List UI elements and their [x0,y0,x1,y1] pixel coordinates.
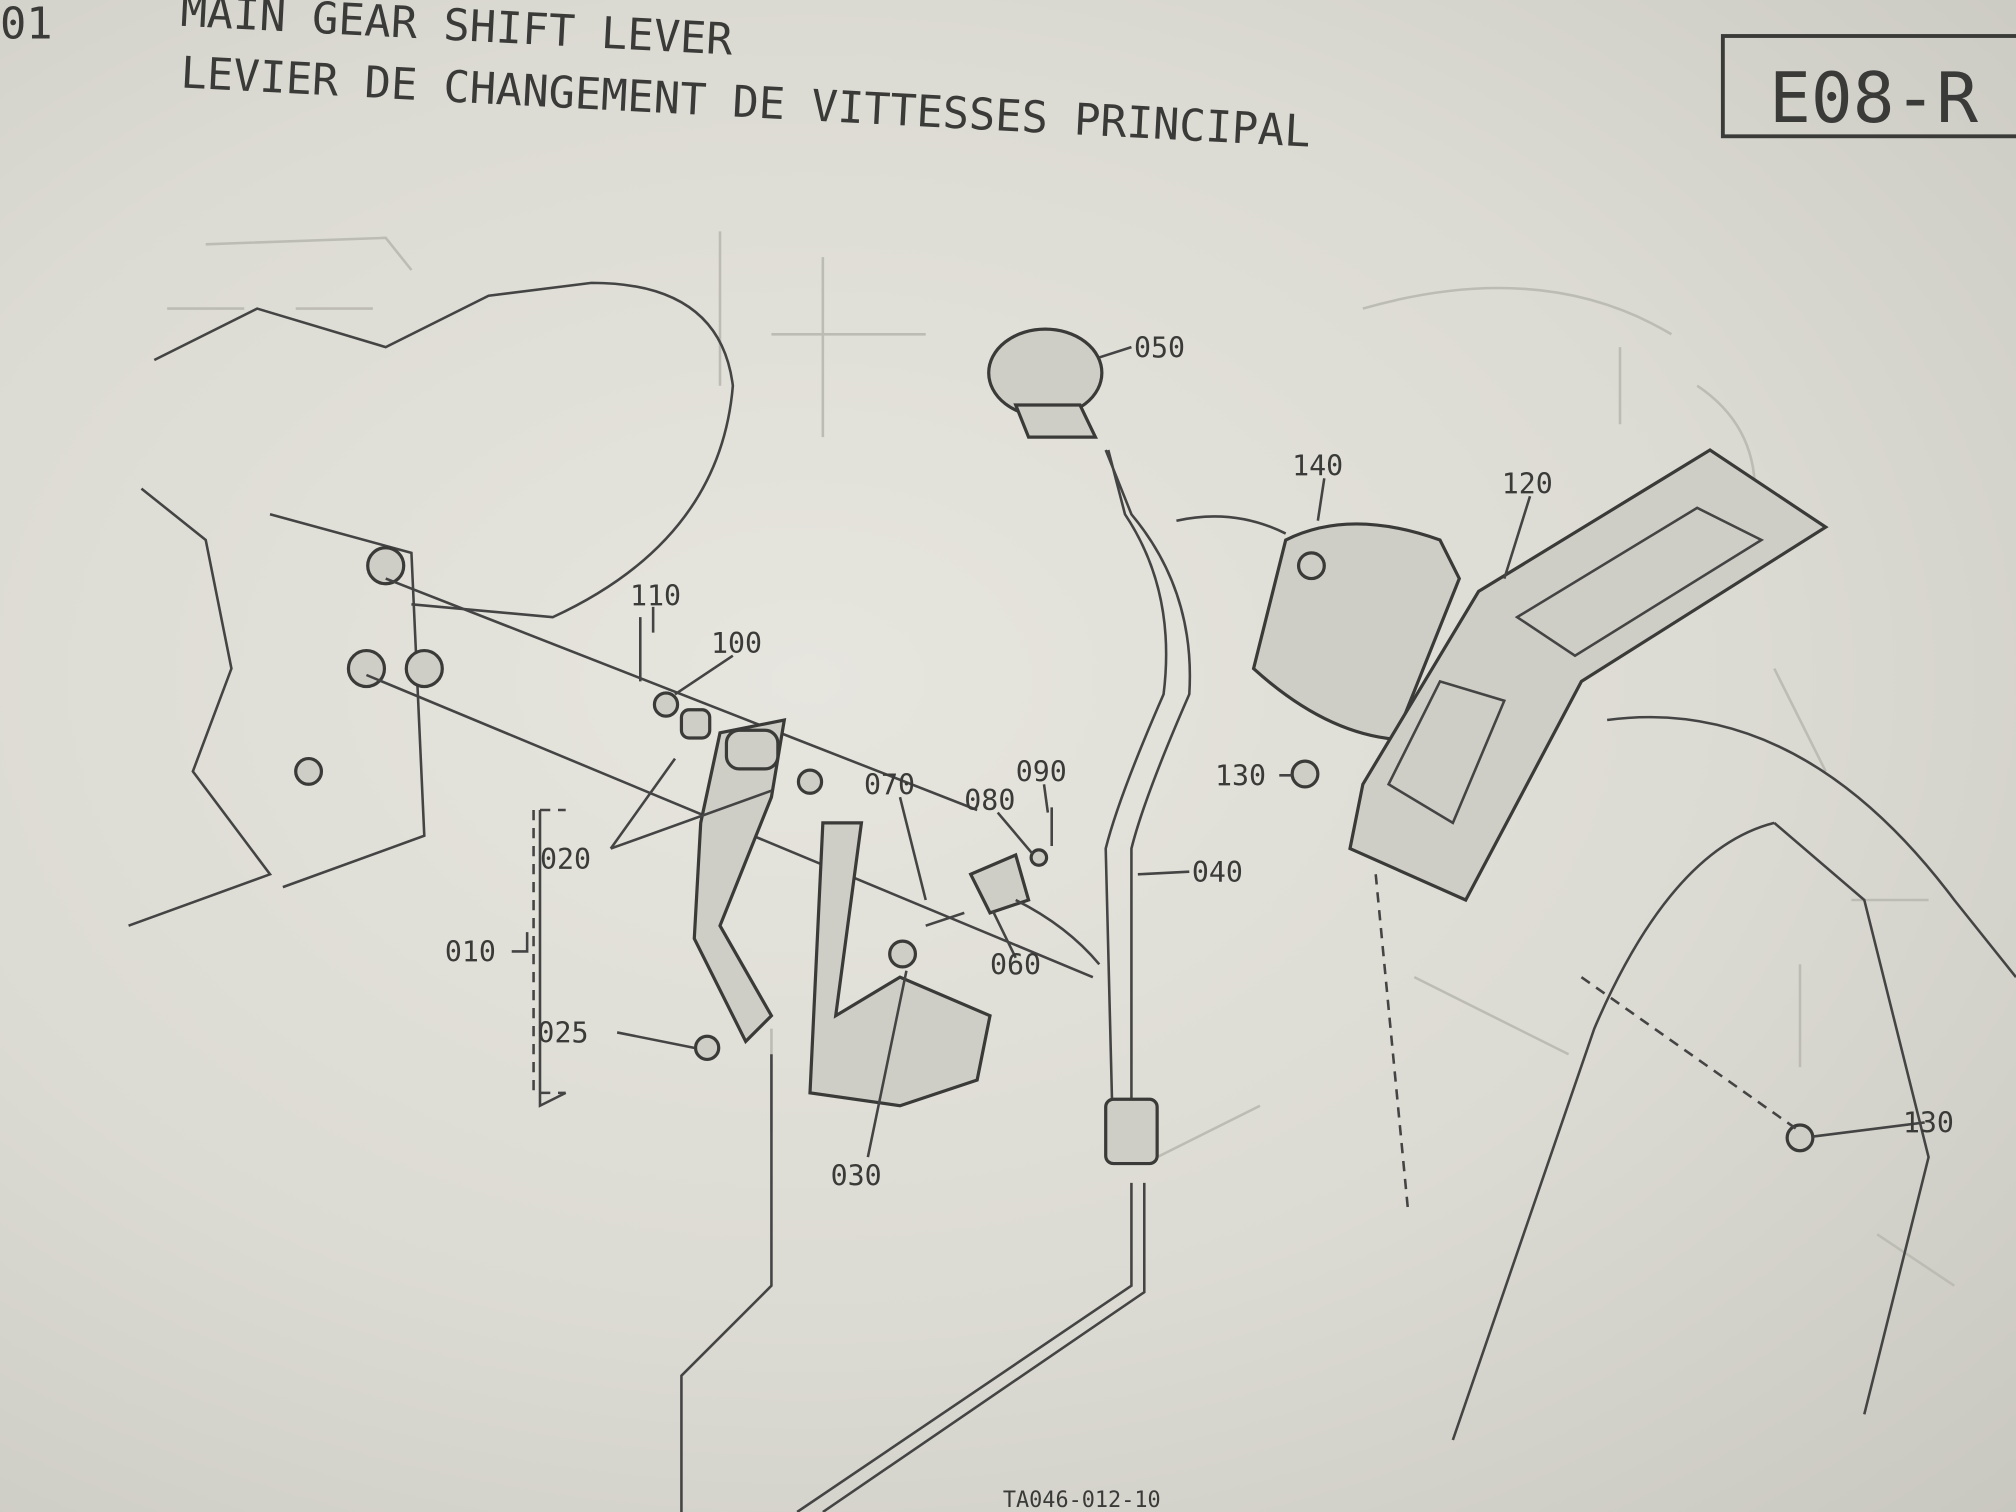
bolt-130b [1785,1123,1815,1153]
bolt-030 [888,939,918,969]
title-french: LEVIER DE CHANGEMENT DE VITTESSES PRINCI… [179,47,1312,157]
callout-040: 040 [1192,856,1243,889]
callout-120: 120 [1502,468,1553,501]
shift-lever-040 [796,327,1192,1512]
callout-090: 090 [1016,756,1067,789]
washer-100 [652,691,680,718]
arrow-boot [1176,515,1287,535]
bracket-010 [692,717,787,1045]
bracket-030 [808,821,992,1108]
section-code-box [1720,34,2016,139]
callout-130-upper: 130 [1215,760,1266,793]
callout-010: 010 [445,936,496,969]
callout-100: 100 [711,627,762,660]
callout-110: 110 [630,580,681,613]
transmission-housing [128,281,773,1512]
background-ghost-lines [167,231,1955,1287]
section-code: E08-R [1769,59,1978,139]
bushing-020a [679,708,712,740]
bushing-020b [724,728,780,771]
callout-025: 025 [537,1017,588,1050]
callout-030: 030 [831,1159,882,1192]
center-lines [1374,874,1801,1209]
bushing-020c [796,768,824,795]
washer-080 [1029,848,1049,867]
boot-top [1296,551,1326,581]
callout-080: 080 [964,784,1015,817]
bolt-130a [1290,759,1320,789]
callout-130-lower: 130 [1903,1107,1954,1140]
pins [639,617,1053,927]
callout-060: 060 [990,949,1041,982]
callout-020: 020 [540,843,591,876]
assembly-bracket-010 [532,808,566,1095]
callout-070: 070 [864,769,915,802]
shaft-upper [385,577,978,812]
holder-060 [968,852,1031,915]
page-prefix: 01 [0,0,53,50]
callout-050: 050 [1134,331,1185,364]
arrow-lever [1015,898,1101,966]
fender-frame [1451,715,2016,1441]
callout-140: 140 [1292,450,1343,483]
drawing-number: TA046-012-10 [1003,1488,1161,1512]
nut-025 [693,1034,721,1062]
